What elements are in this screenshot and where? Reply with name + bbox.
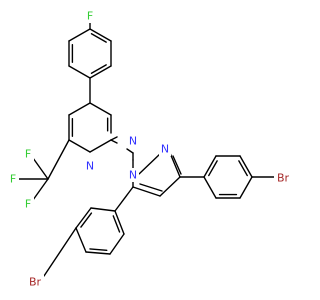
bond-cf3-f3 bbox=[32, 178, 49, 201]
pyrimidine-ring-bond bbox=[110, 136, 118, 141]
fluorophenyl-ring-bond-double bbox=[90, 33, 107, 43]
pyrimidine-ring-bond bbox=[126, 148, 134, 154]
atom-labels: F N N F F F N N bbox=[7, 9, 292, 289]
atom-cf3-fluorine-3: F bbox=[22, 197, 34, 211]
bottom-bromophenyl-ring-bond-double bbox=[112, 215, 121, 233]
right-bromophenyl-ring-bond-double bbox=[238, 160, 248, 177]
fluorophenyl-ring-bond-double bbox=[90, 64, 107, 74]
svg-text:N: N bbox=[161, 143, 169, 156]
bond-cf3-f1 bbox=[32, 157, 49, 180]
right-bromophenyl-ring-bond-double bbox=[208, 160, 218, 177]
pyrazole-ring-bond bbox=[159, 176, 181, 197]
atom-n-pyrimidine-upper: N bbox=[127, 134, 139, 148]
bottom-bromophenyl-ring-bond bbox=[75, 207, 92, 229]
bottom-bromophenyl-ring-bond bbox=[90, 207, 116, 212]
pyrazole-ring-bond-double bbox=[172, 155, 182, 175]
fluorophenyl-ring-bond bbox=[89, 65, 112, 79]
right-bromophenyl-ring-bond bbox=[203, 155, 217, 178]
bottom-bromophenyl-ring-bond-double bbox=[89, 248, 108, 252]
right-bromophenyl-ring-bond bbox=[239, 176, 253, 199]
bond-pyrazole-bottom-phenyl bbox=[114, 186, 134, 212]
pyrimidine-ring-bond bbox=[89, 102, 112, 116]
bottom-bromophenyl-ring-bond bbox=[75, 227, 87, 253]
svg-text:F: F bbox=[87, 10, 93, 23]
svg-text:F: F bbox=[25, 198, 31, 211]
pyrimidine-ring-bond bbox=[110, 139, 118, 144]
svg-text:F: F bbox=[25, 148, 31, 161]
pyrazole-ring-bond-double bbox=[139, 183, 163, 192]
pyrazole-ring-bond bbox=[138, 152, 162, 175]
bond-cf3-carbon bbox=[47, 139, 70, 180]
atom-n-pyrimidine-lower: N bbox=[84, 159, 96, 173]
svg-text:N: N bbox=[86, 160, 94, 173]
fluorophenyl-ring-bond bbox=[68, 28, 91, 42]
svg-text:F: F bbox=[10, 173, 16, 186]
svg-text:N: N bbox=[129, 169, 137, 182]
right-bromophenyl-ring-bond bbox=[239, 155, 253, 178]
pyrimidine-ring-bond bbox=[89, 139, 112, 153]
right-bromophenyl-ring-bond bbox=[203, 176, 217, 199]
bond-lines bbox=[18, 21, 275, 277]
atom-cf3-fluorine-2: F bbox=[7, 172, 19, 186]
bond-c-br-bottom bbox=[43, 227, 77, 277]
pyrazole-ring-bond bbox=[132, 186, 161, 197]
atom-br-right: Br bbox=[274, 171, 292, 185]
fluorophenyl-ring-bond bbox=[89, 28, 112, 42]
pyrimidine-ring-bond bbox=[68, 139, 91, 153]
svg-text:Br: Br bbox=[277, 172, 290, 185]
fluorophenyl-ring-bond bbox=[68, 65, 91, 79]
atom-f-top: F bbox=[84, 9, 96, 23]
bottom-bromophenyl-ring-bond bbox=[109, 233, 125, 255]
molecule-structure-diagram: F N N F F F N N bbox=[7, 9, 292, 289]
atom-br-bottom: Br bbox=[26, 275, 44, 289]
pyrazole-ring-bond bbox=[169, 152, 181, 178]
pyrimidine-ring-bond bbox=[68, 102, 91, 116]
atom-cf3-fluorine-1: F bbox=[22, 147, 34, 161]
atom-n-pyrazole-lower: N bbox=[127, 168, 139, 182]
atom-n-pyrazole-upper: N bbox=[159, 142, 171, 156]
svg-text:N: N bbox=[129, 135, 137, 148]
bottom-bromophenyl-ring-bond bbox=[114, 210, 125, 235]
svg-text:Br: Br bbox=[29, 276, 42, 289]
bottom-bromophenyl-ring-bond-double bbox=[80, 212, 93, 228]
bottom-bromophenyl-ring-bond bbox=[85, 251, 111, 255]
